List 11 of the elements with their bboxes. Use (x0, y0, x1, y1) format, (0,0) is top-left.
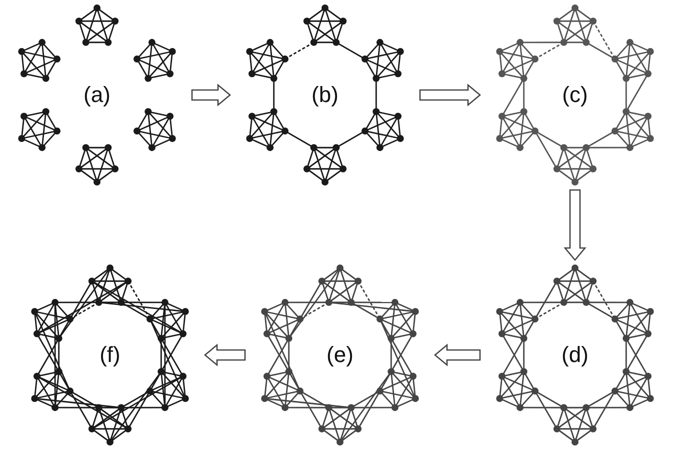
panel-label: (c) (562, 83, 588, 107)
block-arrow (204, 344, 246, 366)
block-arrow (434, 344, 481, 366)
block-arrow (564, 189, 586, 262)
panel-label: (d) (562, 343, 588, 367)
panel-label: (b) (312, 83, 338, 107)
panel-label: (e) (326, 343, 354, 367)
block-arrow (419, 84, 482, 106)
block-arrow (191, 84, 232, 106)
panel-label: (a) (84, 83, 110, 107)
panel-label: (f) (100, 343, 120, 367)
